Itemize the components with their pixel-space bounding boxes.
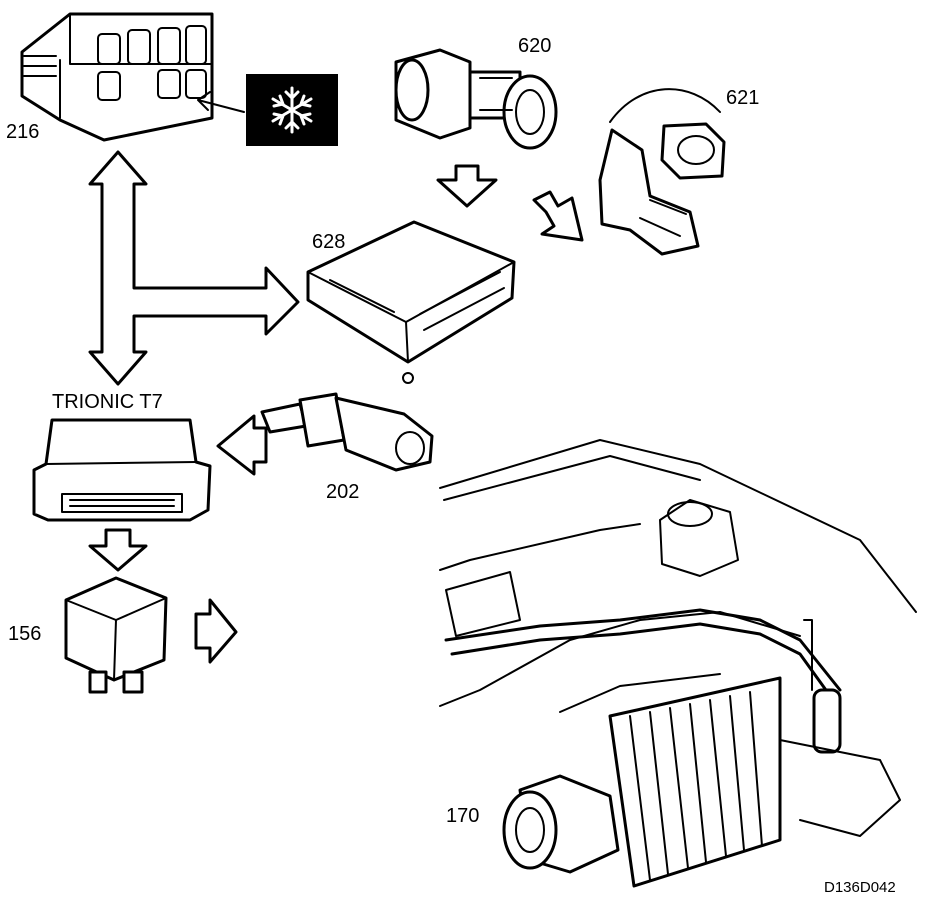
- label-621: 621: [726, 87, 759, 109]
- arrow-156-to-170: [194, 598, 238, 664]
- engine-bay-170: [439, 439, 917, 888]
- snowflake-icon: [271, 86, 313, 134]
- temperature-sensor-202: [260, 392, 434, 472]
- label-202: 202: [326, 481, 359, 503]
- control-module-628: [306, 220, 516, 384]
- arrow-620-to-628: [436, 164, 498, 208]
- relay-156: [64, 576, 168, 694]
- arrow-621-to-628: [532, 190, 584, 242]
- pressure-switch-620: [394, 48, 558, 150]
- label-628: 628: [312, 231, 345, 253]
- climate-control-panel-216: [20, 12, 214, 142]
- ac-symbol-box: [246, 74, 338, 146]
- label-216: 216: [6, 121, 39, 143]
- trionic-ecu: [32, 418, 212, 522]
- arrow-trionic-to-156: [88, 528, 148, 572]
- drawing-reference: D136D042: [824, 879, 896, 896]
- label-156: 156: [8, 623, 41, 645]
- label-170: 170: [446, 805, 479, 827]
- label-620: 620: [518, 35, 551, 57]
- arrow-snowflake-to-216: [197, 91, 245, 113]
- signal-arrow-216-trionic-628: [88, 150, 300, 386]
- label-trionic-t7: TRIONIC T7: [52, 391, 163, 413]
- sensor-621: [598, 88, 726, 256]
- arrow-202-to-trionic: [216, 414, 268, 476]
